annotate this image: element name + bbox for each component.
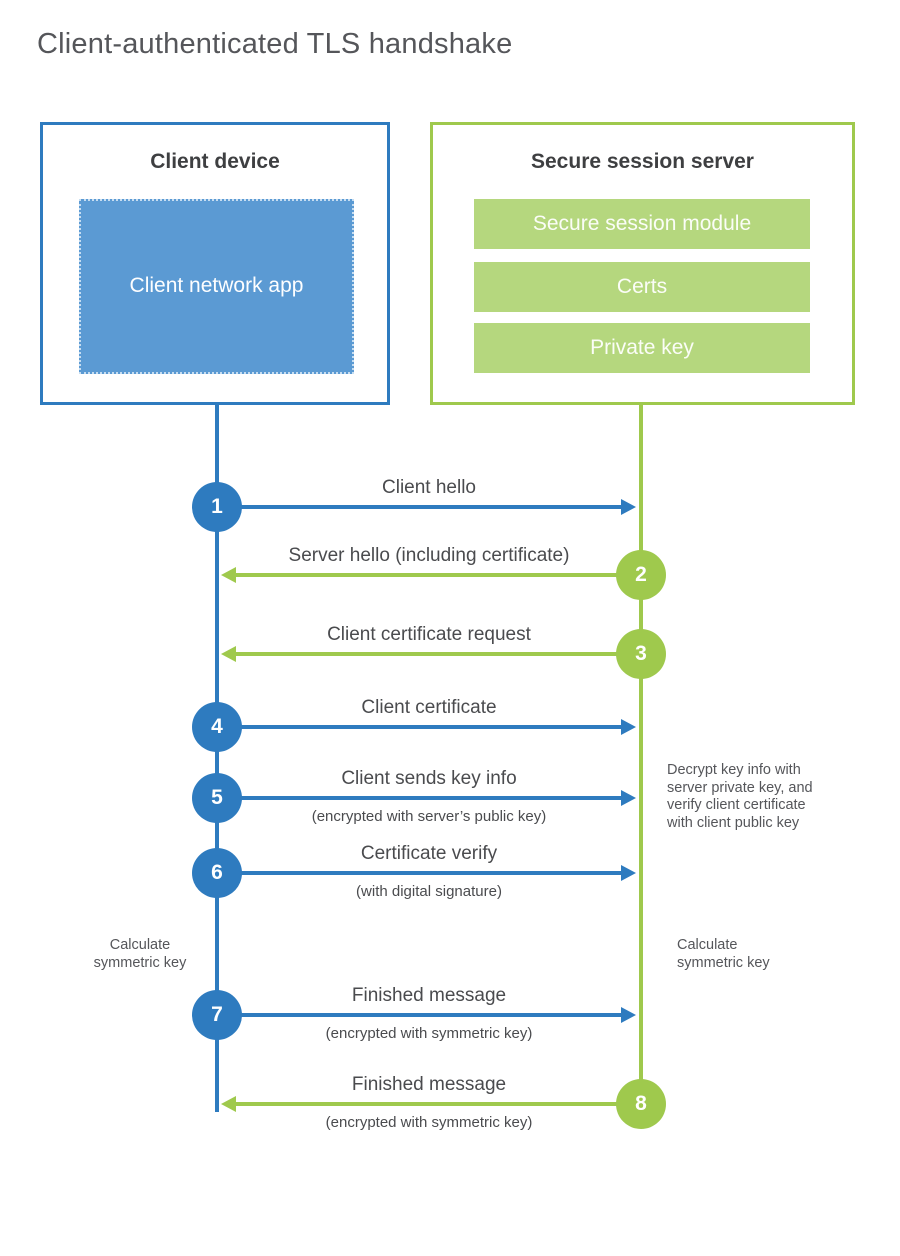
step-3-arrow-left xyxy=(221,646,641,662)
client-device-box: Client device Client network app xyxy=(40,122,390,405)
step-1-badge: 1 xyxy=(192,482,242,532)
client-network-app-box: Client network app xyxy=(79,199,354,374)
step-7-label: Finished message xyxy=(351,985,507,1006)
step-7-arrow-right xyxy=(217,1007,636,1023)
client-lifeline xyxy=(215,404,219,1112)
step-1-label: Client hello xyxy=(382,477,476,498)
step-8-arrow-left xyxy=(221,1096,641,1112)
server-module-certs: Certs xyxy=(474,262,810,312)
step-2-label: Server hello (including certificate) xyxy=(288,545,570,566)
step-3-badge: 3 xyxy=(616,629,666,679)
step-3-label: Client certificate request xyxy=(327,624,531,645)
step-5-sublabel: (encrypted with server’s public key) xyxy=(311,808,547,825)
step-6-sublabel: (with digital signature) xyxy=(356,883,502,900)
step-8-badge: 8 xyxy=(616,1079,666,1129)
server-calculate-symmetric-key-note: Calculate symmetric key xyxy=(677,937,770,971)
step-5-label: Client sends key info xyxy=(341,768,517,789)
step-7-badge: 7 xyxy=(192,990,242,1040)
step-4-arrow-right xyxy=(217,719,636,735)
server-module-secure-session: Secure session module xyxy=(474,199,810,249)
arrowhead-left-icon xyxy=(221,567,236,583)
client-network-app-label: Client network app xyxy=(129,274,304,298)
step-5-badge: 5 xyxy=(192,773,242,823)
step-8-sublabel: (encrypted with symmetric key) xyxy=(325,1114,533,1131)
arrowhead-right-icon xyxy=(621,719,636,735)
arrowhead-right-icon xyxy=(621,790,636,806)
server-lifeline xyxy=(639,404,643,1104)
step-8-label: Finished message xyxy=(351,1074,507,1095)
step-7-sublabel: (encrypted with symmetric key) xyxy=(325,1025,533,1042)
client-calculate-symmetric-key-note: Calculate symmetric key xyxy=(93,937,187,971)
step-6-badge: 6 xyxy=(192,848,242,898)
step-6-label: Certificate verify xyxy=(360,843,498,864)
client-device-title: Client device xyxy=(150,150,280,173)
step-4-label: Client certificate xyxy=(361,697,497,718)
arrowhead-right-icon xyxy=(621,499,636,515)
arrowhead-left-icon xyxy=(221,646,236,662)
arrowhead-right-icon xyxy=(621,865,636,881)
step-2-arrow-left xyxy=(221,567,641,583)
arrowhead-left-icon xyxy=(221,1096,236,1112)
arrowhead-right-icon xyxy=(621,1007,636,1023)
step-1-arrow-right xyxy=(217,499,636,515)
step-4-badge: 4 xyxy=(192,702,242,752)
step-2-badge: 2 xyxy=(616,550,666,600)
server-decrypt-note: Decrypt key info with server private key… xyxy=(667,762,813,831)
page-title: Client-authenticated TLS handshake xyxy=(37,28,513,60)
secure-session-server-box: Secure session server Secure session mod… xyxy=(430,122,855,405)
server-module-private-key: Private key xyxy=(474,323,810,373)
secure-session-server-title: Secure session server xyxy=(531,150,754,173)
step-5-arrow-right xyxy=(217,790,636,806)
step-6-arrow-right xyxy=(217,865,636,881)
